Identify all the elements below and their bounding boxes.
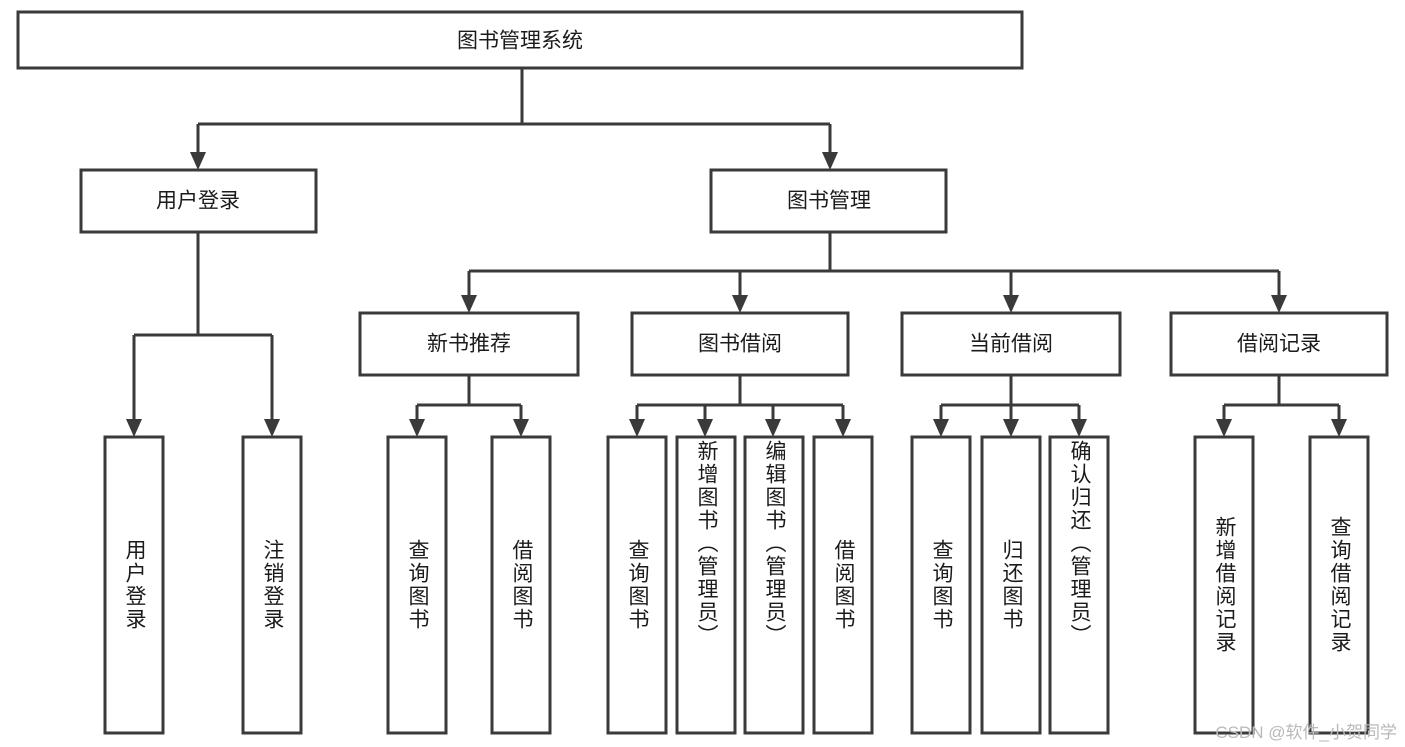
csdn-watermark: CSDN @软件_小贺同学 <box>1215 723 1397 742</box>
leaf-box[interactable] <box>910 435 972 735</box>
leaf-box[interactable] <box>675 435 737 735</box>
leaf-box[interactable] <box>812 435 874 735</box>
connector-borrow-record-branch <box>1216 375 1347 437</box>
node-label: 借阅记录 <box>1237 333 1321 356</box>
leaf-box[interactable] <box>1048 435 1110 735</box>
node-label: 图书管理 <box>787 190 871 213</box>
leaf-box[interactable] <box>980 435 1042 735</box>
node-borrow-record[interactable]: 借阅记录 <box>1169 311 1389 377</box>
connector-root-stem <box>190 68 838 170</box>
leaf-box[interactable] <box>103 435 165 735</box>
leaf-box[interactable] <box>1308 435 1370 735</box>
connector-new-book-recommend-branch <box>409 375 529 437</box>
node-current-borrow[interactable]: 当前借阅 <box>900 311 1122 377</box>
node-label: 新书推荐 <box>427 333 511 356</box>
leaf-box[interactable] <box>1193 435 1255 735</box>
leaf-box[interactable] <box>386 435 448 735</box>
node-new-book-recommend[interactable]: 新书推荐 <box>358 311 580 377</box>
node-book-management[interactable]: 图书管理 <box>709 168 948 234</box>
node-book-borrow[interactable]: 图书借阅 <box>630 311 850 377</box>
node-label: 图书借阅 <box>698 333 782 356</box>
leaf-box[interactable] <box>743 435 805 735</box>
node-label: 用户登录 <box>156 190 240 213</box>
connector-book-manage-branch <box>461 232 1287 313</box>
connector-user-login-branch <box>126 232 280 437</box>
node-label: 当前借阅 <box>969 333 1053 356</box>
leaf-box[interactable] <box>490 435 552 735</box>
leaf-box[interactable] <box>606 435 668 735</box>
node-label: 图书管理系统 <box>457 30 583 53</box>
node-user-login[interactable]: 用户登录 <box>79 168 318 234</box>
leaf-box[interactable] <box>241 435 303 735</box>
connector-current-borrow-branch <box>933 375 1087 437</box>
connector-book-borrow-branch <box>629 375 851 437</box>
node-root-book-management-system[interactable]: 图书管理系统 <box>16 10 1024 70</box>
